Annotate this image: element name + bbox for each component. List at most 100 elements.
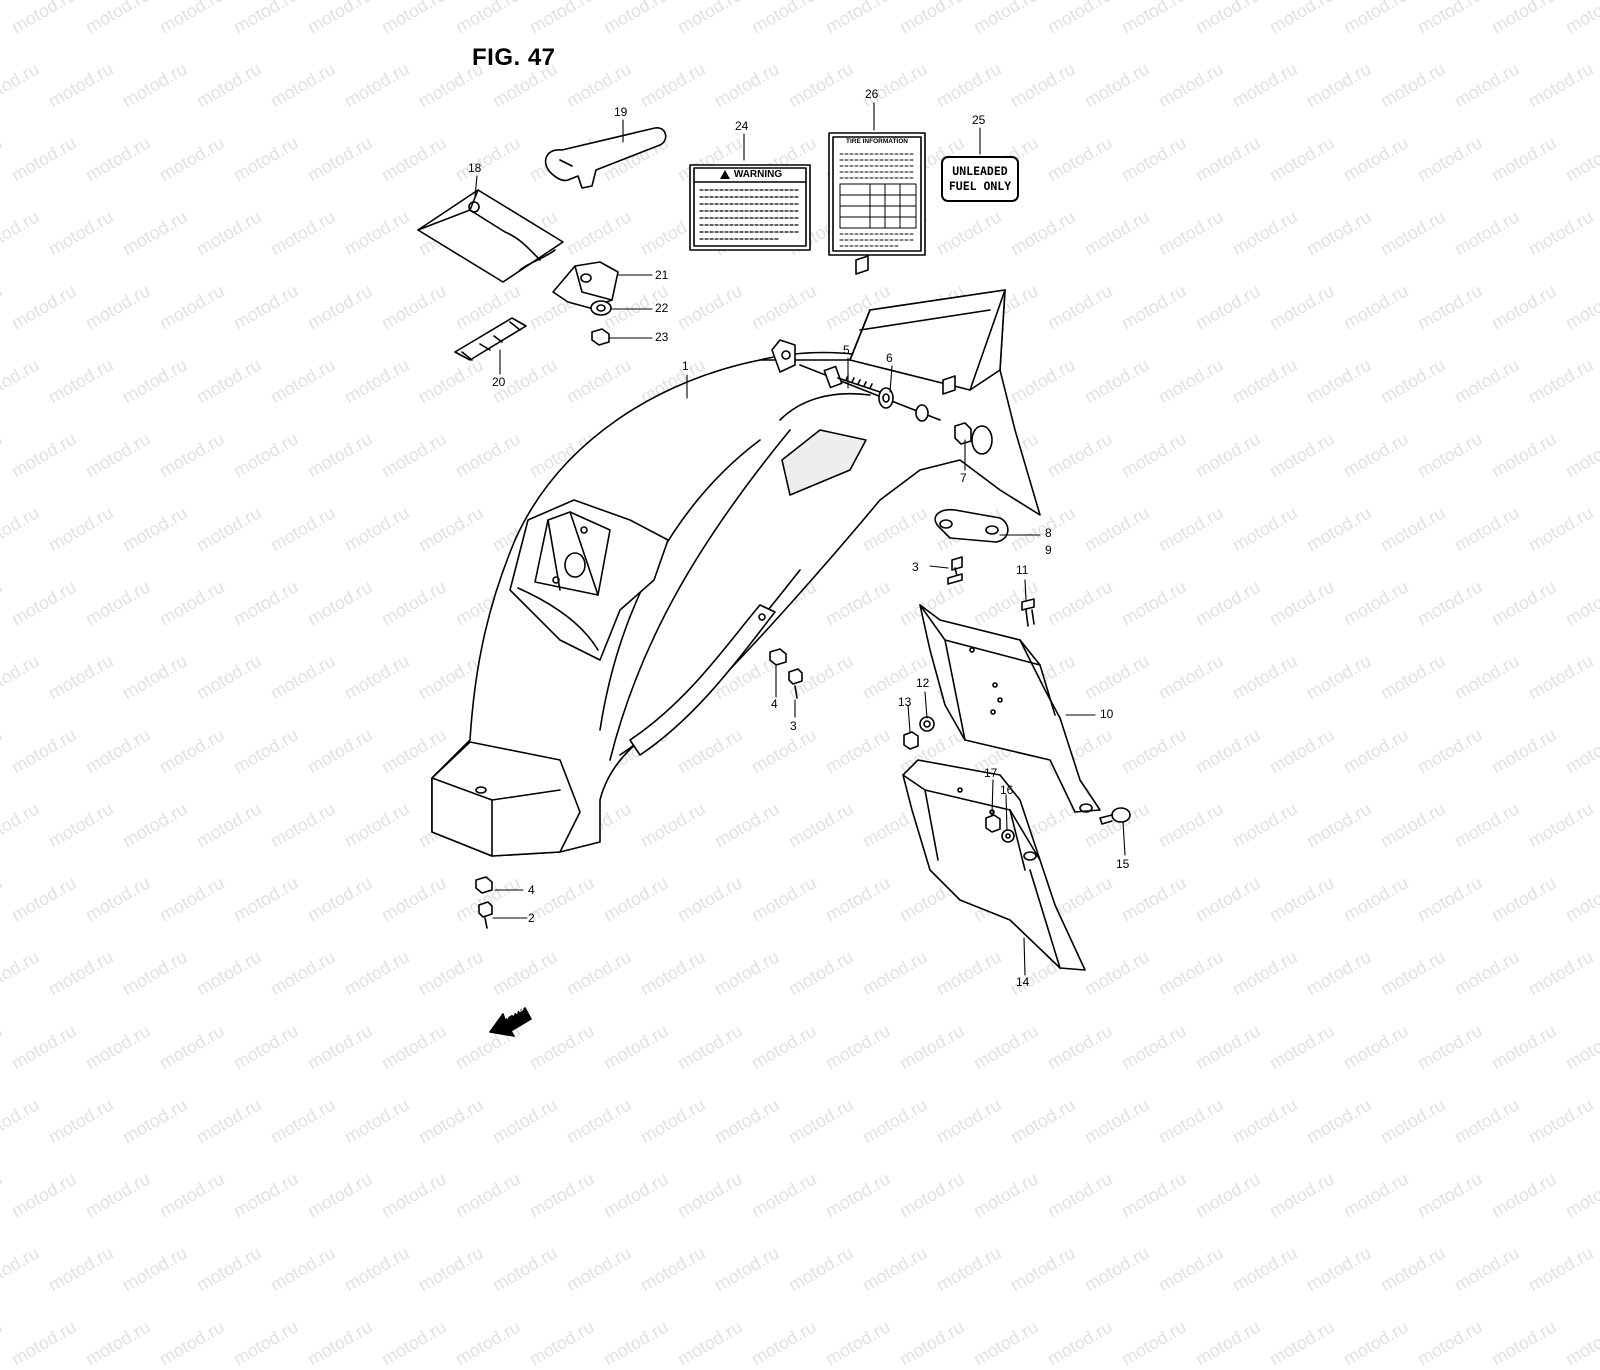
watermark-text: motod.ru: [711, 1242, 783, 1296]
callout-12: 12: [916, 676, 930, 690]
watermark-text: motod.ru: [637, 1242, 709, 1296]
callout-8: 8: [1045, 526, 1052, 540]
band-20: [454, 317, 527, 361]
bolt-3-mid: [788, 668, 803, 699]
callout-3-mid: 3: [790, 719, 797, 733]
watermark-text: motod.ru: [1488, 1316, 1560, 1370]
callout-9: 9: [1045, 543, 1052, 557]
bolt-3-upper: [947, 556, 963, 585]
nut-17: [985, 814, 1001, 833]
watermark-text: motod.ru: [341, 1242, 413, 1296]
tire-label-26: [828, 132, 926, 256]
watermark-text: motod.ru: [230, 1316, 302, 1370]
watermark-text: motod.ru: [748, 1316, 820, 1370]
watermark-text: motod.ru: [1192, 1316, 1264, 1370]
exploded-view-drawing: [417, 102, 1131, 1037]
unleaded-line-2: FUEL ONLY: [948, 179, 1012, 193]
watermark-text: motod.ru: [526, 1316, 598, 1370]
watermark-text: motod.ru: [1303, 1242, 1375, 1296]
callout-5: 5: [843, 343, 850, 357]
spanner-19: [544, 127, 667, 189]
washer-16: [1001, 829, 1015, 843]
watermark-text: motod.ru: [0, 1242, 43, 1296]
watermark-text: motod.ru: [1044, 1316, 1116, 1370]
callout-19: 19: [614, 105, 628, 119]
watermark-text: motod.ru: [1155, 1242, 1227, 1296]
callout-3-upper: 3: [912, 560, 919, 574]
watermark-text: motod.ru: [0, 1316, 6, 1370]
callout-13: 13: [898, 695, 912, 709]
watermark-text: motod.ru: [1266, 1316, 1338, 1370]
watermark-text: motod.ru: [193, 1242, 265, 1296]
callout-15: 15: [1116, 857, 1130, 871]
callout-1: 1: [682, 359, 689, 373]
nut-7: [954, 422, 972, 445]
callout-26: 26: [865, 87, 879, 101]
watermark-text: motod.ru: [1562, 1316, 1600, 1370]
damper-22: [590, 300, 612, 316]
washer-6: [878, 387, 929, 422]
holder-21: [552, 261, 619, 309]
callout-22: 22: [655, 301, 669, 315]
nut-13: [903, 731, 919, 750]
callout-2: 2: [528, 911, 535, 925]
rear-fender: [431, 255, 1041, 857]
watermark-text: motod.ru: [896, 1316, 968, 1370]
watermark-text: motod.ru: [267, 1242, 339, 1296]
callout-6: 6: [886, 351, 893, 365]
watermark-text: motod.ru: [600, 1316, 672, 1370]
watermark-text: motod.ru: [1118, 1316, 1190, 1370]
nut-4-lower: [475, 876, 493, 894]
watermark-text: motod.ru: [674, 1316, 746, 1370]
watermark-text: motod.ru: [45, 1242, 117, 1296]
license-bracket-10: [919, 604, 1101, 813]
watermark-text: motod.ru: [1340, 1316, 1412, 1370]
unleaded-fuel-label-25: UNLEADED FUEL ONLY: [941, 156, 1019, 202]
callout-17: 17: [984, 766, 998, 780]
leader-lines: [474, 102, 1126, 976]
watermark-text: motod.ru: [1081, 1242, 1153, 1296]
callout-23: 23: [655, 330, 669, 344]
tool-bag-18: [417, 189, 564, 283]
callout-24: 24: [735, 119, 749, 133]
unleaded-line-1: UNLEADED: [952, 164, 1008, 178]
figure-title: FIG. 47: [472, 44, 556, 71]
nut-4-mid: [769, 648, 787, 666]
callout-25: 25: [972, 113, 986, 127]
callout-18: 18: [468, 161, 482, 175]
watermark-text: motod.ru: [1414, 1316, 1486, 1370]
callout-14: 14: [1016, 975, 1030, 989]
callout-7: 7: [960, 471, 967, 485]
watermark-text: motod.ru: [8, 1316, 80, 1370]
warning-label-24: [689, 164, 811, 251]
bolt-5: [823, 365, 881, 393]
callout-4-mid: 4: [771, 697, 778, 711]
callout-16: 16: [1000, 783, 1014, 797]
fwd-arrow: [489, 1007, 532, 1037]
warning-text: WARNING: [733, 168, 783, 180]
tire-label-heading: TIRE INFORMATION: [846, 138, 908, 145]
nut-23: [591, 328, 610, 346]
callout-11: 11: [1016, 563, 1029, 577]
warning-label-heading: WARNING: [694, 167, 808, 181]
watermark-text: motod.ru: [1007, 1242, 1079, 1296]
watermark-text: motod.ru: [489, 1242, 561, 1296]
watermark-text: motod.ru: [378, 1316, 450, 1370]
bolt-2: [478, 901, 493, 929]
watermark-text: motod.ru: [822, 1316, 894, 1370]
watermark-text: motod.ru: [1525, 1242, 1597, 1296]
watermark-text: motod.ru: [859, 1242, 931, 1296]
warning-triangle-icon: [719, 169, 730, 179]
watermark-text: motod.ru: [933, 1242, 1005, 1296]
watermark-text: motod.ru: [82, 1316, 154, 1370]
watermark-text: motod.ru: [452, 1316, 524, 1370]
bolt-15: [1099, 807, 1131, 825]
lower-bracket-14: [902, 759, 1086, 971]
callout-4-lower: 4: [528, 883, 535, 897]
watermark-text: motod.ru: [119, 1242, 191, 1296]
callout-10: 10: [1100, 707, 1114, 721]
watermark-text: motod.ru: [1377, 1242, 1449, 1296]
watermark-text: motod.ru: [1451, 1242, 1523, 1296]
callout-21: 21: [655, 268, 669, 282]
